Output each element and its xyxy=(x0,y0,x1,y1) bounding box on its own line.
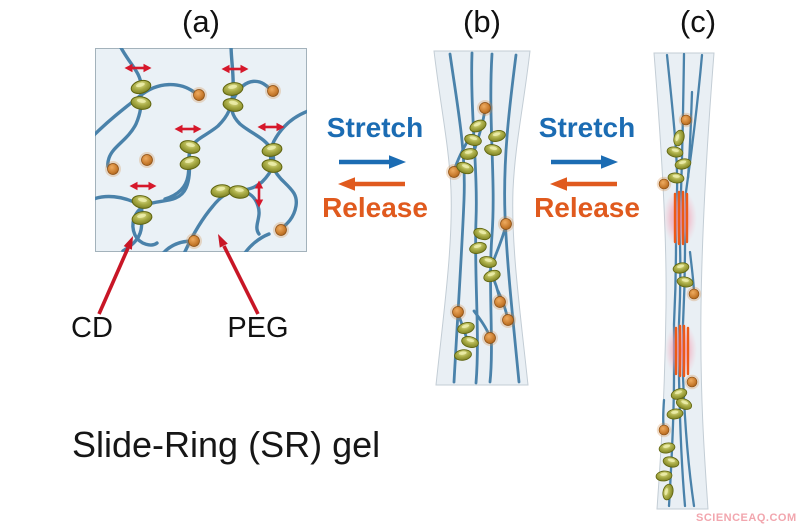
watermark: SCIENCEAQ.COM xyxy=(696,512,797,524)
stretch-arrow-icon xyxy=(339,155,406,169)
stretch-release-arrows-2 xyxy=(550,155,618,191)
stretch-arrow-icon xyxy=(551,155,618,169)
release-arrow-icon xyxy=(338,177,405,191)
stretch-label-2: Stretch xyxy=(538,112,636,143)
panel-a-label: (a) xyxy=(182,4,220,39)
panel-b-stretched-gel-diagram xyxy=(433,50,531,386)
release-label-1: Release xyxy=(322,192,428,223)
peg-label: PEG xyxy=(227,312,289,344)
panel-c-highly-stretched-gel-diagram xyxy=(653,52,715,510)
release-arrow-icon xyxy=(550,177,617,191)
stress-zone-1 xyxy=(663,189,697,247)
stress-zone-2 xyxy=(665,322,697,378)
stretch-label-1: Stretch xyxy=(326,112,424,143)
stretch-release-arrows-1 xyxy=(338,155,406,191)
cd-label: CD xyxy=(71,312,113,344)
panel-a-network-diagram xyxy=(95,48,307,252)
release-label-2: Release xyxy=(534,192,640,223)
panel-b-label: (b) xyxy=(463,4,501,39)
figure-caption: Slide-Ring (SR) gel xyxy=(72,424,381,465)
panel-c-label: (c) xyxy=(679,4,717,39)
